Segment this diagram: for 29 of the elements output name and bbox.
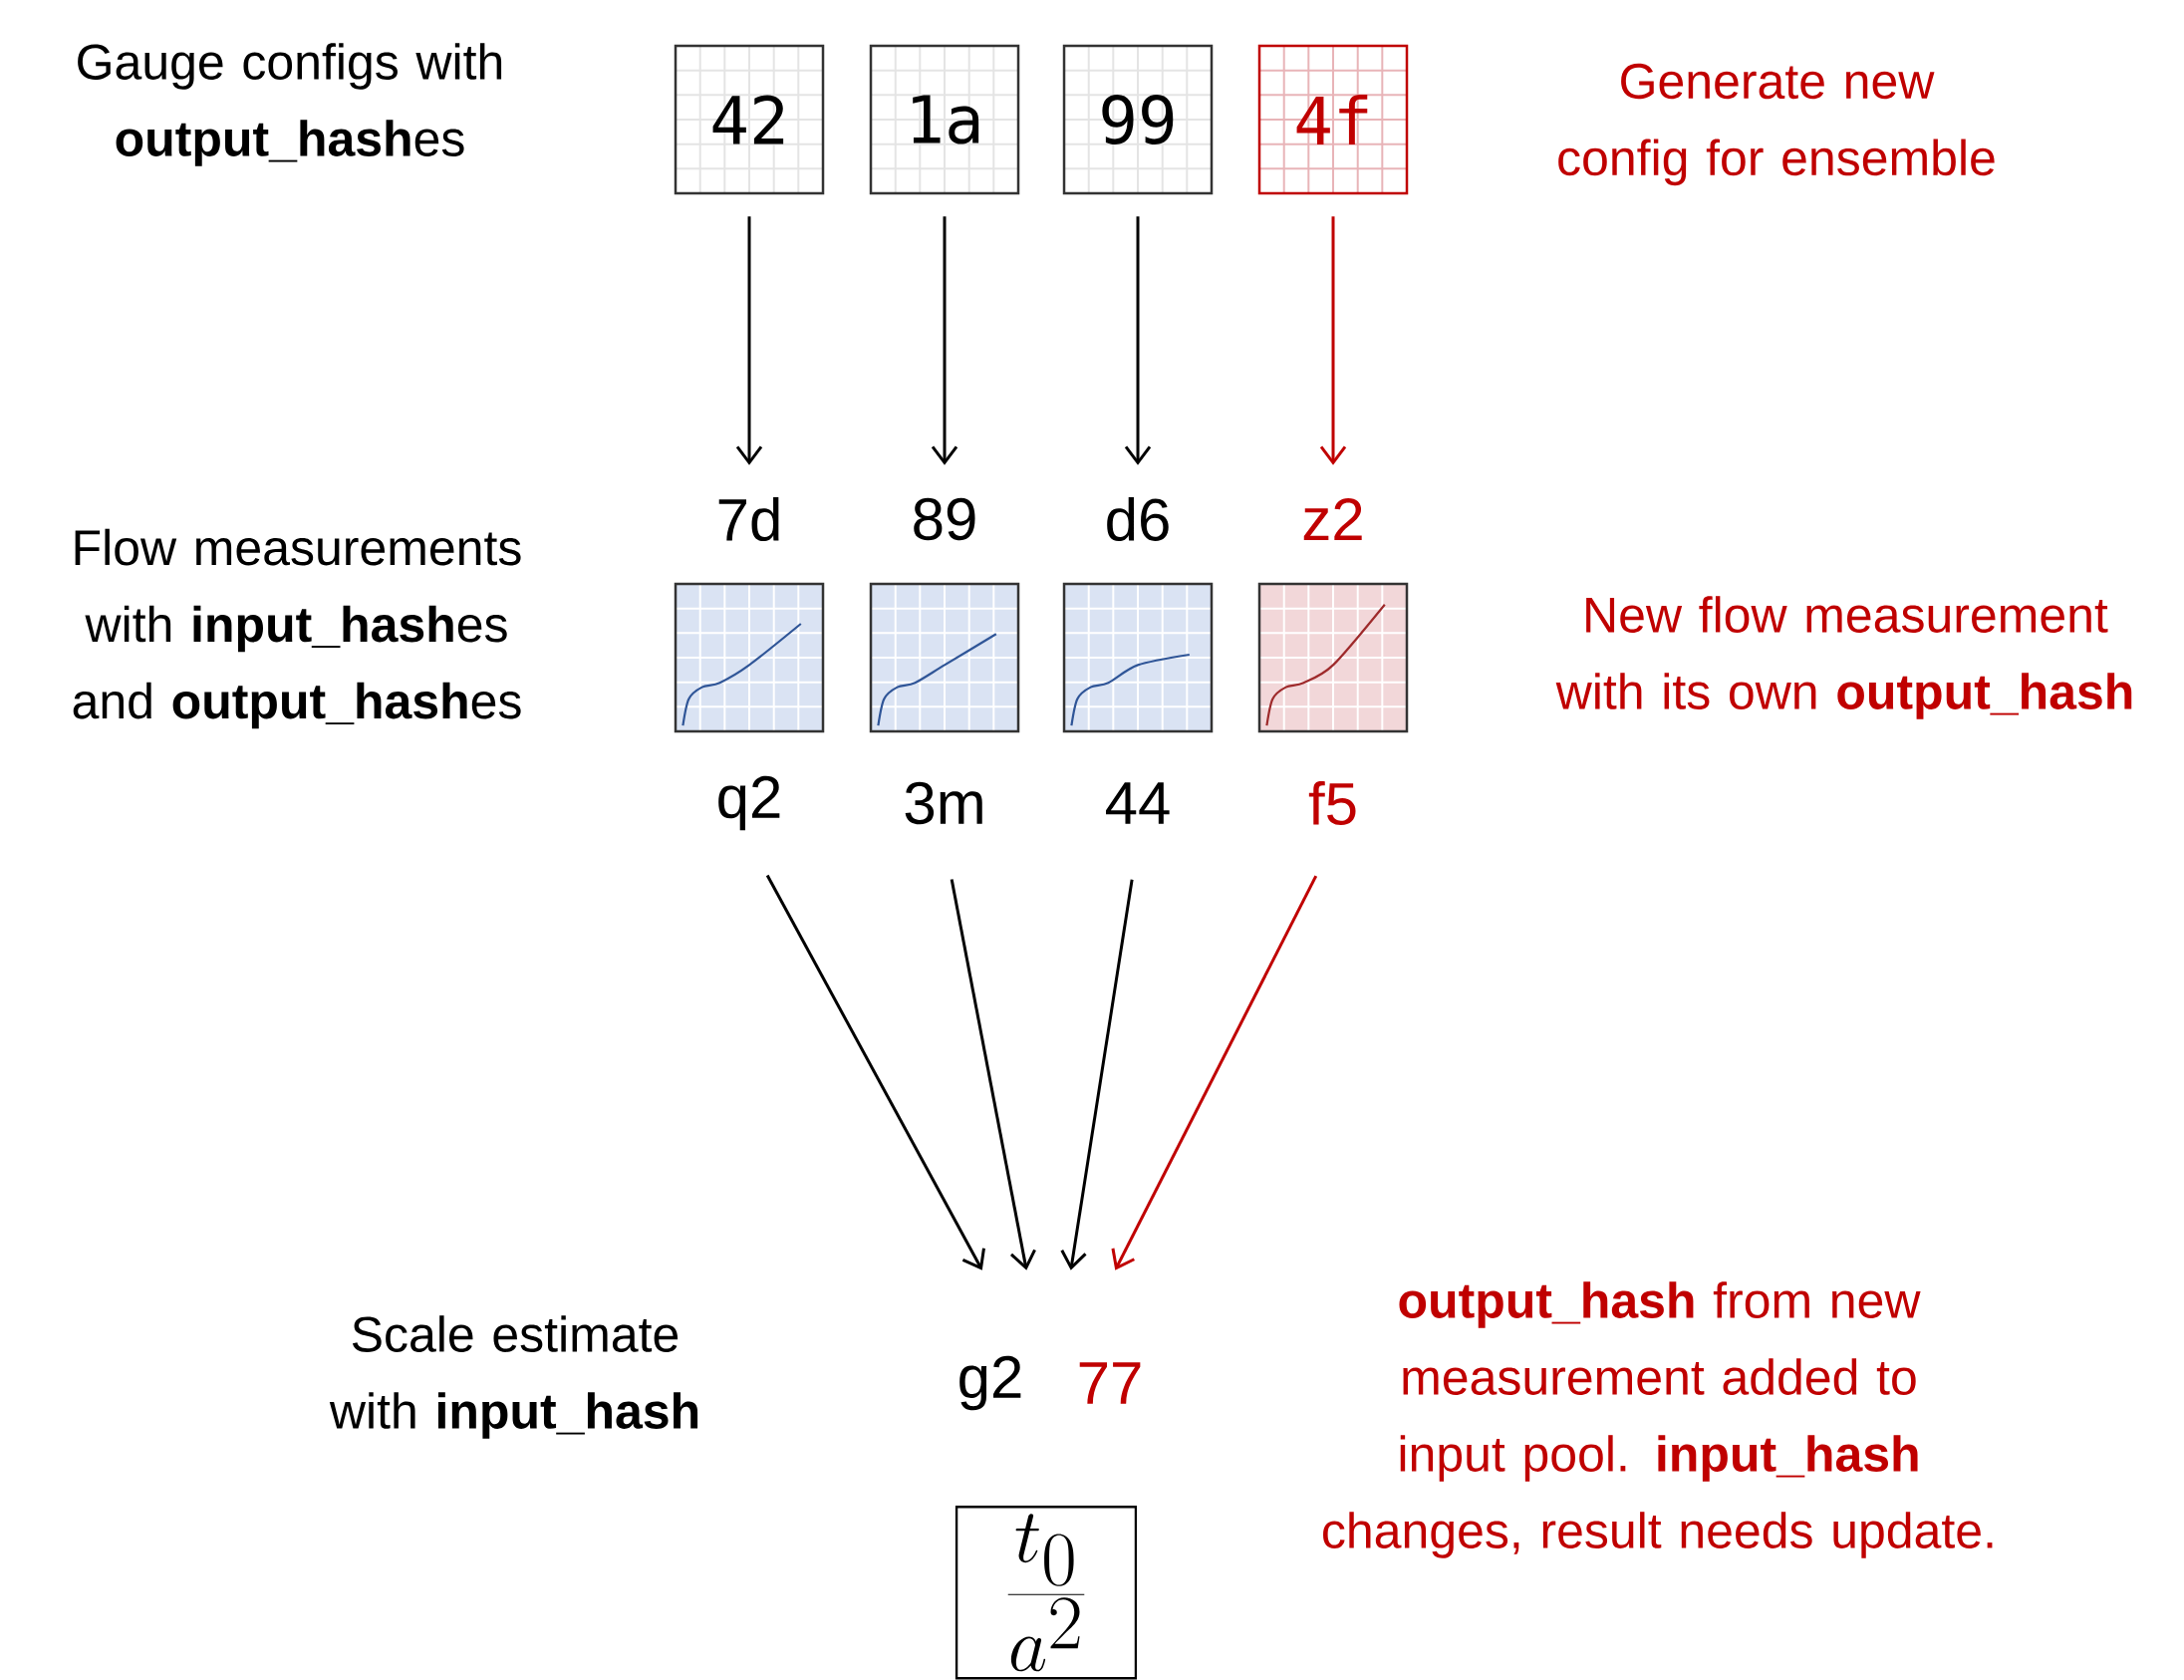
arrow [950,879,1036,1270]
note-text: Generate new config for ensemble [1558,63,1995,186]
hash-label: d6 [1107,496,1169,542]
arrow [931,216,958,465]
note-text: Flow measurements with input_hashes and output_hashes [73,528,521,729]
note-text: output_hash from new measurement added to input pool. input_hash changes, result needs update. [1323,1281,1993,1558]
arrow [735,216,763,465]
hash-label: 77 [1079,1362,1141,1404]
config-box: 99 [1062,44,1214,195]
note-text: Scale estimate with input_hash [329,1315,698,1439]
arrow [1124,216,1152,465]
config-box: 4f [1257,44,1409,195]
config-box: 1a [869,44,1020,195]
config-box: 42 [674,44,825,195]
hash-label: 44 [1106,782,1170,824]
hash-label: 3m [905,781,982,825]
note-text: New flow measurement with its own output_hash [1555,596,2132,719]
arrow [1060,879,1134,1270]
hash-label: 89 [914,497,975,541]
hash-label: q2 [718,775,780,831]
arrow [1319,216,1347,465]
hash-label: 7d [718,496,779,542]
arrow [1111,875,1318,1270]
hash-label: z2 [1303,498,1362,540]
hash-label: g2 [959,1355,1021,1411]
formula-box: $\frac{t_0}{a^2}$ [955,1506,1138,1680]
hash-label: f5 [1308,781,1356,825]
arrow [765,874,985,1270]
note-text: Gauge configs with output_hashes [78,43,502,166]
